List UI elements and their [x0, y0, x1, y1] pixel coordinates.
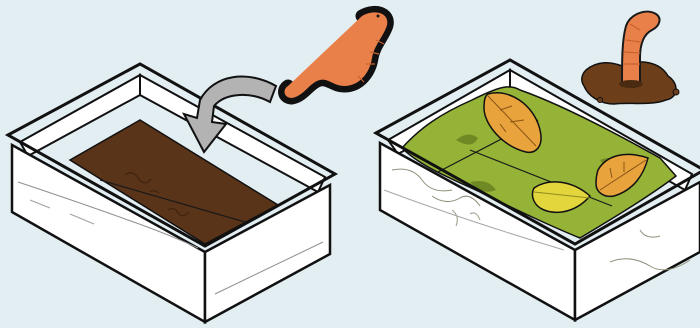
worm-eye: [377, 15, 380, 18]
earthworm-icon: [285, 12, 388, 98]
worm-in-soil-icon: [582, 12, 679, 104]
